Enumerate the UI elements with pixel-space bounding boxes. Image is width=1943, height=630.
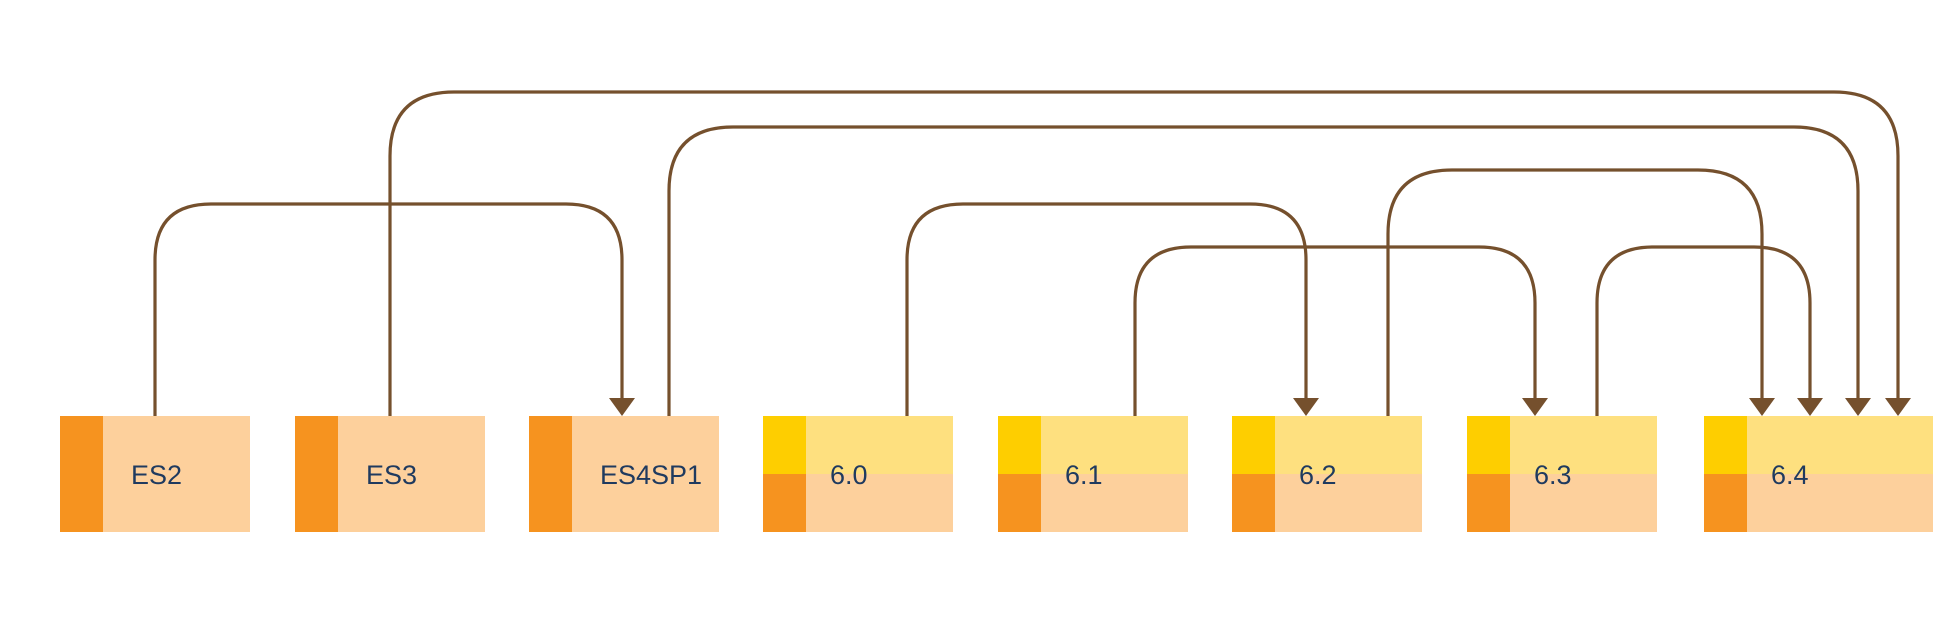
version-label-es3: ES3 — [366, 460, 417, 490]
arrowhead-6-1-to-6-3 — [1522, 398, 1548, 416]
version-box-es3: ES3 — [295, 416, 485, 532]
version-box-es4sp1-stripe — [529, 416, 572, 532]
version-box-6-3-stripe-top — [1467, 416, 1510, 474]
version-label-6-0: 6.0 — [830, 460, 868, 490]
arrowhead-es4sp1-to-6-4 — [1845, 398, 1871, 416]
version-box-es2-stripe — [60, 416, 103, 532]
version-box-6-0-stripe-top — [763, 416, 806, 474]
version-box-6-0-stripe-bottom — [763, 474, 806, 532]
version-box-6-4-stripe-top — [1704, 416, 1747, 474]
version-label-es2: ES2 — [131, 460, 182, 490]
version-box-6-1-stripe-top — [998, 416, 1041, 474]
connector-6-3-to-6-4 — [1595, 245, 1812, 418]
connector-es3-to-6-4 — [388, 90, 1900, 418]
version-box-es2: ES2 — [60, 416, 250, 532]
version-box-es4sp1: ES4SP1 — [529, 416, 719, 532]
version-box-6-4-stripe-bottom — [1704, 474, 1747, 532]
connector-6-2-to-6-4 — [1386, 168, 1764, 418]
version-box-6-2: 6.2 — [1232, 416, 1422, 532]
version-label-es4sp1: ES4SP1 — [600, 460, 702, 490]
connector-6-1-to-6-3 — [1133, 245, 1537, 418]
version-box-6-1: 6.1 — [998, 416, 1188, 532]
connector-layer — [153, 90, 1911, 418]
version-label-6-1: 6.1 — [1065, 460, 1103, 490]
arrowhead-es2-to-es4sp1 — [609, 398, 635, 416]
version-label-6-2: 6.2 — [1299, 460, 1337, 490]
arrowhead-6-0-to-6-2 — [1293, 398, 1319, 416]
version-box-6-2-stripe-bottom — [1232, 474, 1275, 532]
version-box-6-3-stripe-bottom — [1467, 474, 1510, 532]
version-box-6-4: 6.4 — [1704, 416, 1933, 532]
version-box-6-3: 6.3 — [1467, 416, 1657, 532]
version-box-6-1-stripe-bottom — [998, 474, 1041, 532]
version-box-es3-stripe — [295, 416, 338, 532]
version-box-6-0: 6.0 — [763, 416, 953, 532]
version-label-6-3: 6.3 — [1534, 460, 1572, 490]
arrowhead-6-2-to-6-4 — [1749, 398, 1775, 416]
version-label-6-4: 6.4 — [1771, 460, 1809, 490]
arrowhead-6-3-to-6-4 — [1797, 398, 1823, 416]
arrowhead-es3-to-6-4 — [1885, 398, 1911, 416]
connector-6-0-to-6-2 — [905, 202, 1308, 418]
version-box-6-2-stripe-top — [1232, 416, 1275, 474]
connector-es4sp1-to-6-4 — [667, 125, 1860, 418]
